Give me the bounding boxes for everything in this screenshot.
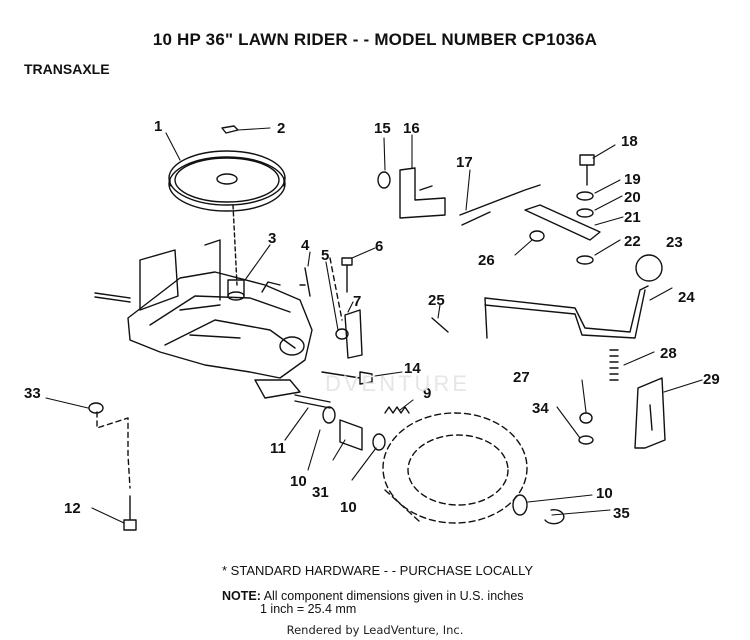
callout-label: 11 xyxy=(270,440,286,457)
nut xyxy=(88,402,104,414)
washer xyxy=(372,433,386,451)
bracket xyxy=(634,377,666,449)
bolt xyxy=(579,154,595,186)
callout-label: 7 xyxy=(353,293,361,310)
spring xyxy=(609,349,619,381)
callout-label: 18 xyxy=(621,133,638,150)
control-cable xyxy=(459,184,541,226)
callout-label: 14 xyxy=(404,360,421,377)
pulley-key xyxy=(221,125,239,134)
callout-label: 10 xyxy=(596,485,613,502)
watermark: DVENTURE xyxy=(325,371,471,396)
callout-label: 5 xyxy=(321,247,329,264)
callout-label: 20 xyxy=(624,189,641,206)
cotter-pin xyxy=(431,317,449,333)
callout-label: 21 xyxy=(624,209,641,226)
standard-hardware-note: * STANDARD HARDWARE - - PURCHASE LOCALLY xyxy=(222,563,534,578)
bracket xyxy=(399,167,446,219)
bolt xyxy=(123,495,137,531)
knob xyxy=(635,254,663,282)
callout-label: 4 xyxy=(301,237,310,254)
callout-label: 27 xyxy=(513,369,530,386)
axle-shaft xyxy=(294,394,331,409)
bolt xyxy=(341,257,353,293)
callout-label: 25 xyxy=(428,292,445,309)
washer xyxy=(576,191,594,201)
retaining-clip xyxy=(544,509,565,525)
callout-label: 3 xyxy=(268,230,276,247)
note-label: NOTE: xyxy=(222,589,261,603)
washer xyxy=(322,406,336,424)
shaft-centerline xyxy=(232,204,238,286)
callout-label: 34 xyxy=(532,400,549,417)
callout-label: 10 xyxy=(340,499,357,516)
pin xyxy=(304,267,311,297)
callout-labels: 1 2 3 4 5 6 7 9 10 10 10 11 12 14 15 16 … xyxy=(24,118,720,522)
callout-label: 17 xyxy=(456,154,473,171)
callout-label: 26 xyxy=(478,252,495,269)
hardware-dashed-lines xyxy=(96,257,343,489)
callout-label: 29 xyxy=(703,371,720,388)
callout-label: 9 xyxy=(423,385,431,402)
washer xyxy=(576,208,594,218)
bolt xyxy=(321,371,373,385)
callout-label: 1 xyxy=(154,118,162,135)
callout-label: 12 xyxy=(64,500,81,517)
callout-label: 23 xyxy=(666,234,683,251)
nut xyxy=(529,230,545,242)
callout-label: 33 xyxy=(24,385,41,402)
lever-plate xyxy=(524,204,601,241)
pulley xyxy=(168,150,286,212)
callout-label: 6 xyxy=(375,238,383,255)
note-line-2: 1 inch = 25.4 mm xyxy=(260,602,357,616)
spring xyxy=(384,406,410,414)
washer xyxy=(377,171,391,189)
callout-label: 16 xyxy=(403,120,420,137)
callout-label: 19 xyxy=(624,171,641,188)
shift-rod xyxy=(484,285,649,339)
note-line-1: All component dimensions given in U.S. i… xyxy=(263,589,524,603)
washer xyxy=(512,494,528,516)
wheel-tire xyxy=(382,412,528,524)
section-heading: TRANSAXLE xyxy=(24,61,110,77)
page-title: 10 HP 36" LAWN RIDER - - MODEL NUMBER CP… xyxy=(152,30,598,49)
callout-label: 24 xyxy=(678,289,695,306)
callout-label: 22 xyxy=(624,233,641,250)
transaxle-housing xyxy=(94,239,313,399)
nut xyxy=(335,328,349,340)
callout-label: 28 xyxy=(660,345,677,362)
leader-lines xyxy=(45,127,703,524)
callout-label: 35 xyxy=(613,505,630,522)
callout-label: 10 xyxy=(290,473,307,490)
washer xyxy=(576,255,594,265)
callout-label: 15 xyxy=(374,120,391,137)
callout-label: 2 xyxy=(277,120,285,137)
washer xyxy=(578,435,594,445)
dimension-note: NOTE: All component dimensions given in … xyxy=(222,590,524,616)
nut xyxy=(579,412,593,424)
callout-label: 31 xyxy=(312,484,329,501)
spacer xyxy=(339,419,363,451)
bracket xyxy=(344,309,363,359)
render-credit: Rendered by LeadVenture, Inc. xyxy=(286,623,464,637)
